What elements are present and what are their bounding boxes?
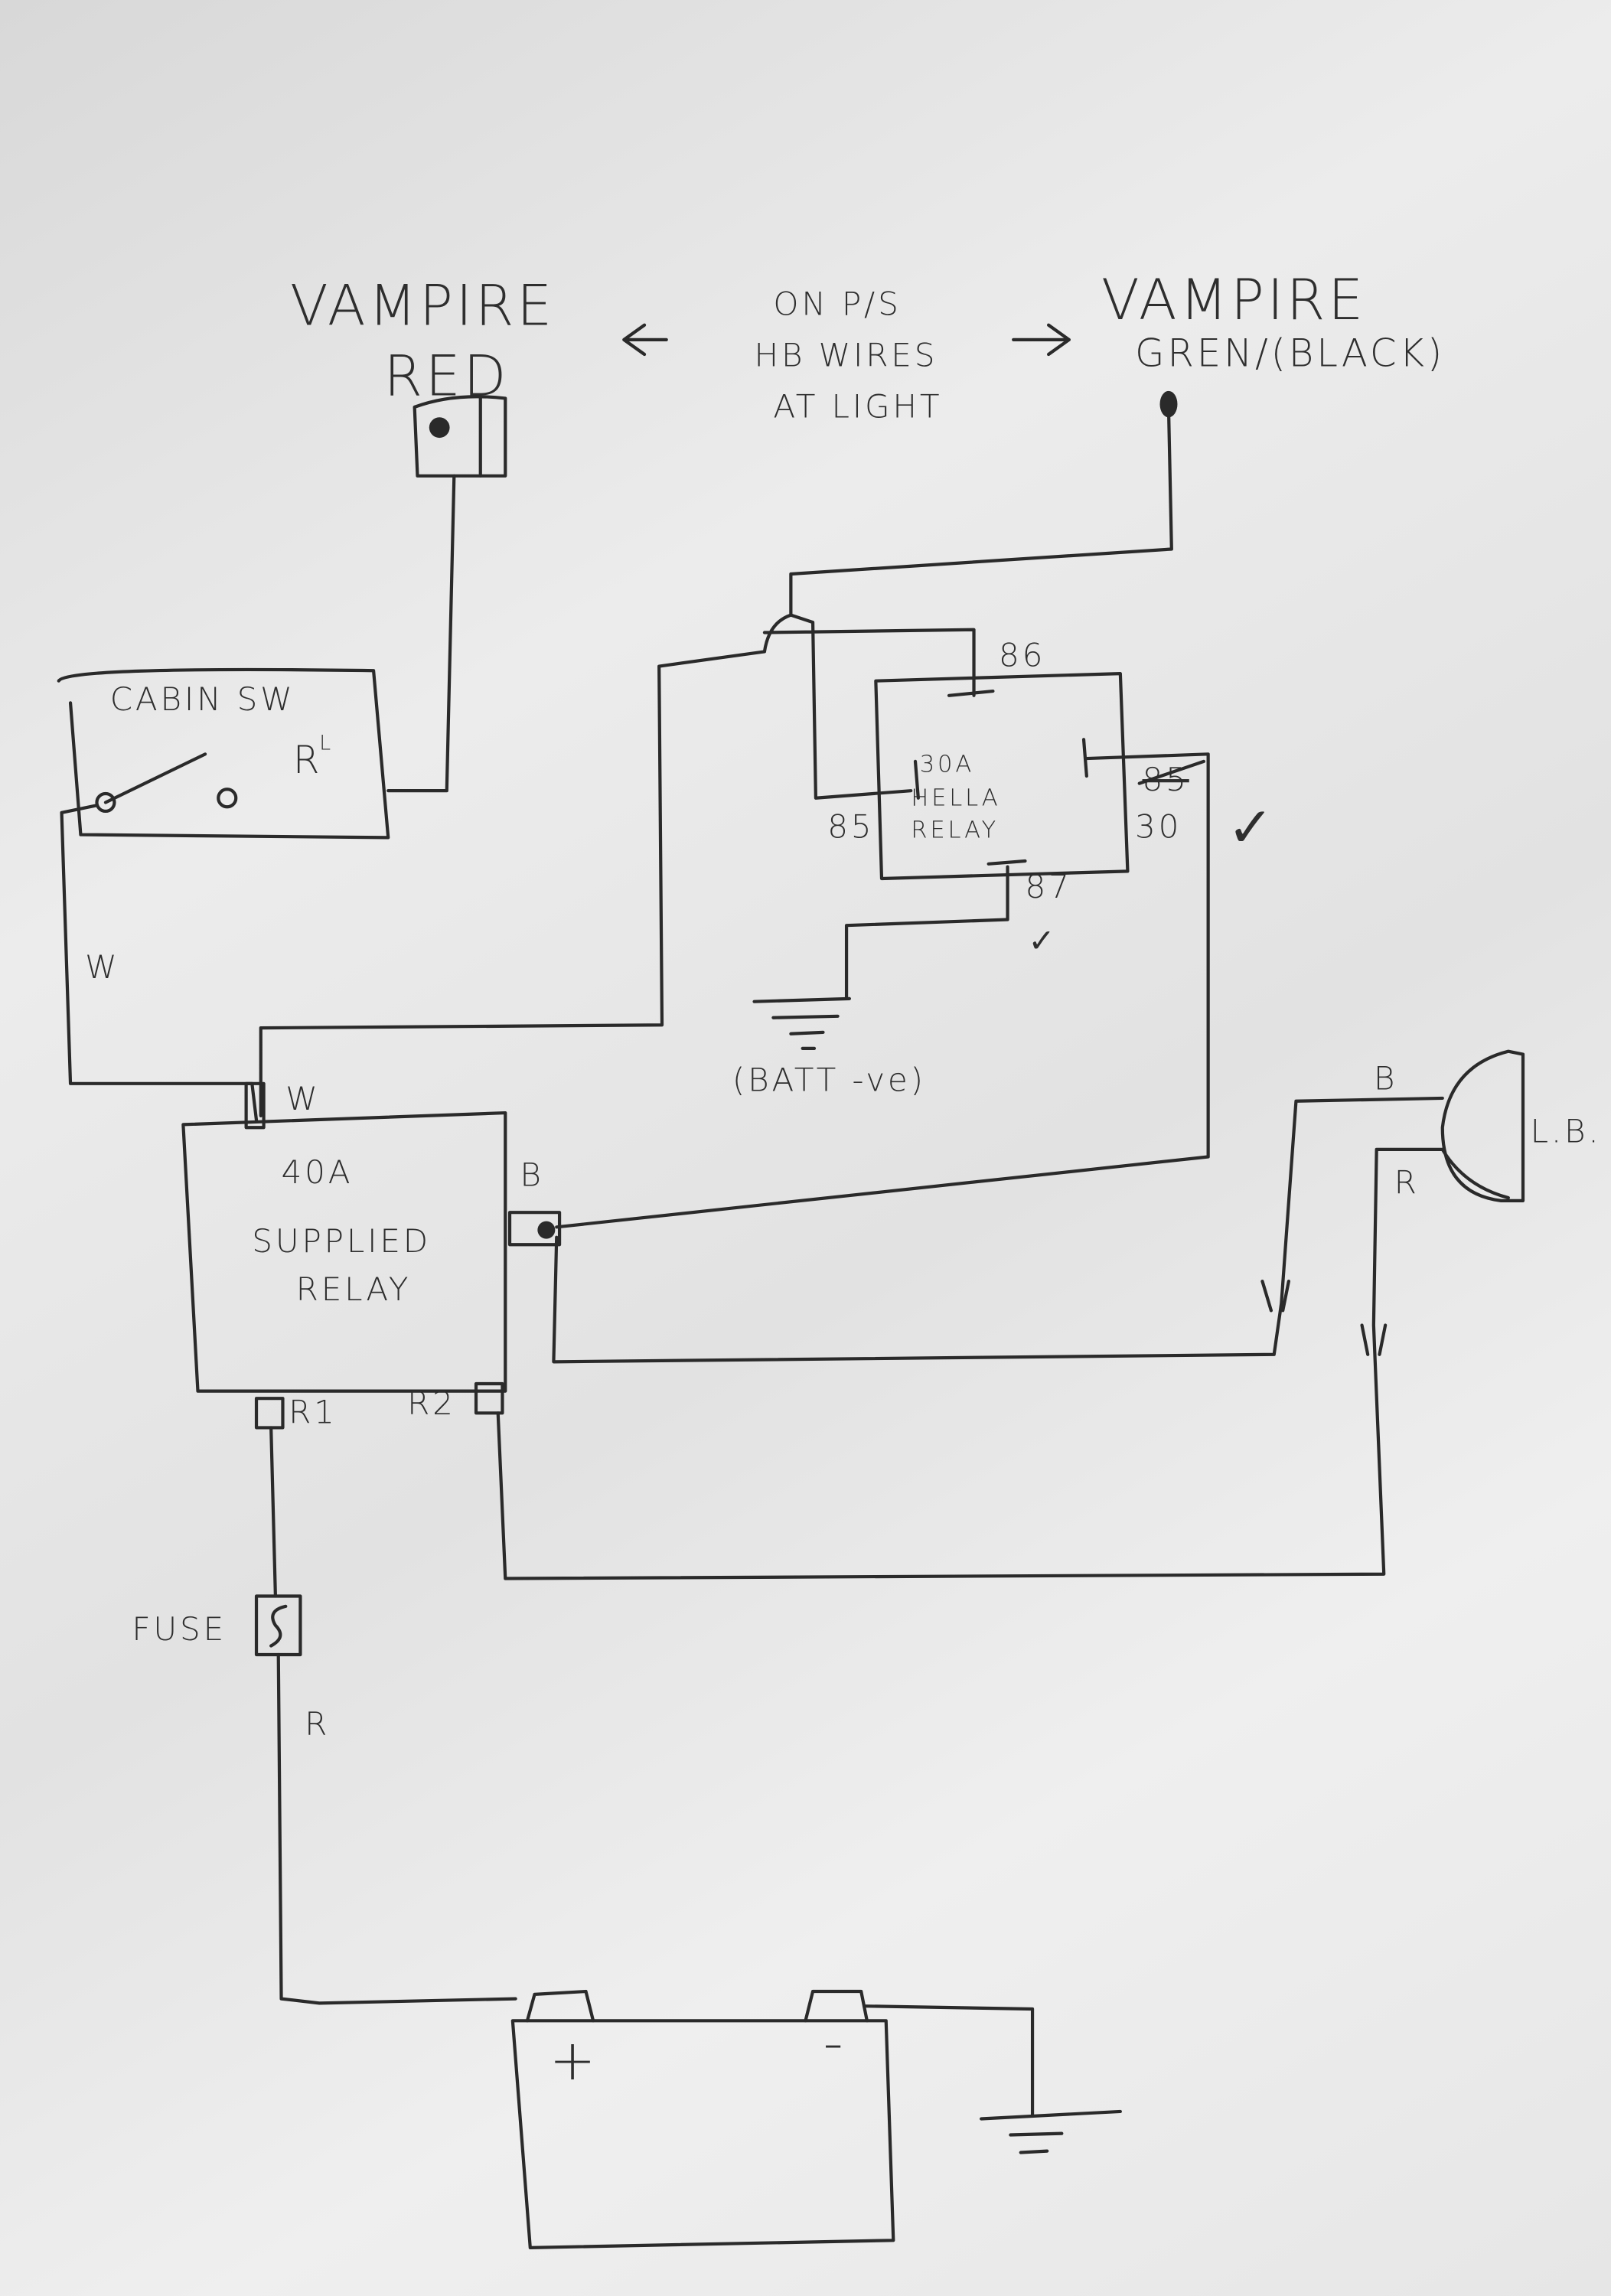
wire-r-light-to-r2	[496, 1147, 1444, 1580]
check-mark-87: ✓	[1028, 922, 1058, 960]
ground-symbol-battery	[979, 2109, 1122, 2154]
battery-icon: + -	[510, 1989, 895, 2249]
arrow-right-icon	[1012, 323, 1071, 357]
pin-85-label: 85	[827, 807, 874, 845]
ground-symbol-relay	[752, 996, 852, 1051]
supplied-relay-type: RELAY	[296, 1270, 412, 1308]
fuse-icon	[254, 1594, 302, 1657]
terminal-r1	[254, 1397, 285, 1430]
supplied-relay-label: SUPPLIED	[252, 1222, 431, 1260]
wire-switch-to-40a-relay	[60, 804, 259, 1122]
terminal-r1-label: R1	[289, 1394, 338, 1431]
hella-relay-type: RELAY	[911, 817, 999, 843]
fuse-label: FUSE	[132, 1610, 227, 1648]
hella-relay: 30A HELLA RELAY 86 85 30 85 87	[827, 637, 1206, 905]
pin-87-label: 87	[1025, 868, 1071, 905]
wire-battery-to-ground	[862, 2004, 1035, 2118]
batt-neg-label: (BATT -ve)	[732, 1061, 926, 1098]
terminal-b-label: B	[520, 1156, 543, 1194]
wire-87-to-ground	[844, 865, 1009, 1000]
wire-r-fuse-label: R	[305, 1705, 330, 1743]
hella-relay-brand: HELLA	[911, 784, 1000, 811]
terminal-r2-label: R2	[407, 1384, 456, 1422]
hella-relay-rating: 30A	[920, 751, 974, 778]
pin-86-label: 86	[999, 637, 1045, 674]
vampire-right-label: VAMPIRE	[1101, 269, 1366, 333]
wire-b-to-light	[552, 1096, 1444, 1364]
terminal-b	[507, 1211, 562, 1247]
supplied-relay: 40A SUPPLIED RELAY W B R1 R2	[181, 1080, 562, 1431]
battery-negative-label: -	[823, 2011, 846, 2076]
vampire-red-connector	[413, 395, 507, 478]
center-note-line3: AT LIGHT	[773, 387, 942, 425]
terminal-r2	[474, 1381, 504, 1415]
supplied-relay-rating: 40A	[282, 1153, 354, 1191]
wire-w-label: W	[85, 948, 119, 986]
wire-r-light-label: R	[1394, 1163, 1420, 1201]
center-note-line2: HB WIRES	[755, 336, 938, 373]
vampire-right-color: GREN/(BLACK)	[1135, 331, 1445, 375]
center-note-line1: ON P/S	[773, 285, 901, 322]
cabin-switch-mark: R	[293, 738, 322, 782]
connector-r	[1360, 1323, 1388, 1356]
cabin-switch-label: CABIN SW	[110, 680, 295, 718]
wire-b-light-label: B	[1374, 1059, 1397, 1097]
check-mark-30: ✓	[1228, 796, 1277, 860]
wire-green-to-relay	[259, 408, 1173, 1118]
battery-positive-label: +	[550, 2029, 599, 2093]
terminal-w	[244, 1081, 266, 1130]
pin-30-label: 30	[1135, 807, 1182, 845]
vampire-left-label: VAMPIRE	[290, 275, 555, 339]
cabin-switch: CABIN SW R L	[57, 667, 390, 840]
light-bulb-icon	[1440, 1049, 1525, 1202]
wire-30-to-b	[555, 752, 1210, 1229]
vampire-green-connector	[1159, 390, 1178, 418]
connector-b	[1260, 1280, 1290, 1313]
wire-red-to-switch	[386, 474, 456, 793]
wire-r1-to-fuse	[269, 1426, 517, 2005]
cabin-switch-mark-sup: L	[319, 732, 334, 755]
light-bulb-label: L.B.	[1531, 1112, 1602, 1150]
arrow-left-icon	[622, 323, 668, 357]
terminal-w-label: W	[285, 1080, 320, 1117]
